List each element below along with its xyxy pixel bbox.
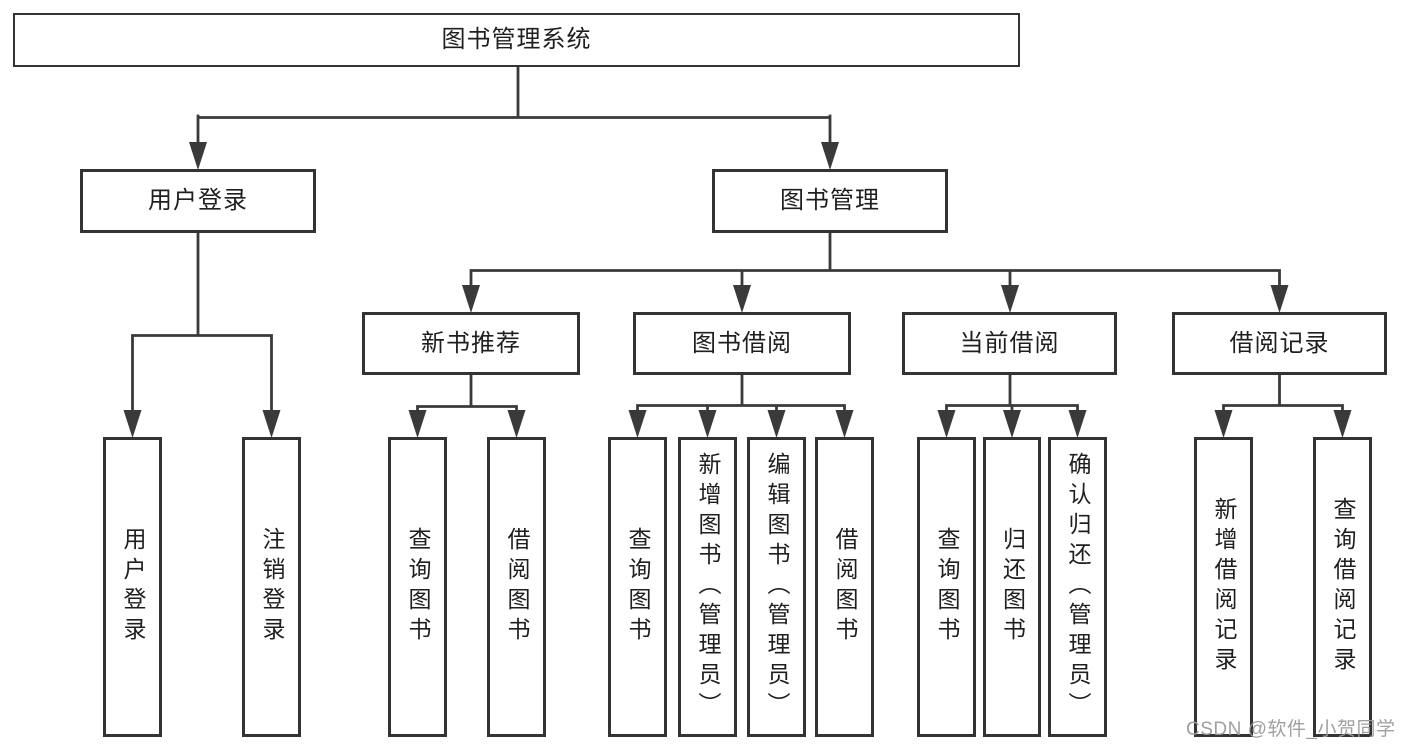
arrowhead-icon: [733, 285, 751, 313]
leaf-query-books-recommend: 查询图书: [388, 437, 447, 737]
node-new-book-recommend: 新书推荐: [362, 312, 580, 375]
leaf-borrow-books: 借阅图书: [815, 437, 874, 737]
arrowhead-icon: [821, 142, 839, 170]
watermark-text: CSDN @软件_小贺同学: [1186, 719, 1396, 740]
node-root: 图书管理系统: [13, 13, 1020, 67]
arrowhead-icon: [937, 410, 956, 438]
leaf-query-books-borrow: 查询图书: [608, 437, 667, 737]
leaf-query-books-current: 查询图书: [917, 437, 976, 737]
arrowhead-icon: [767, 410, 786, 438]
arrowhead-icon: [123, 410, 142, 438]
arrowhead-icon: [189, 142, 207, 170]
leaf-add-books-admin: 新增图书（管理员）: [678, 437, 737, 737]
arrowhead-icon: [1270, 285, 1289, 313]
leaf-user-login: 用户登录: [103, 437, 162, 737]
leaf-confirm-return-admin: 确认归还（管理员）: [1048, 437, 1107, 737]
arrowhead-icon: [1068, 410, 1087, 438]
node-user-login: 用户登录: [80, 169, 316, 233]
arrowhead-icon: [698, 410, 717, 438]
arrowhead-icon: [628, 410, 647, 438]
arrowhead-icon: [835, 410, 854, 438]
arrowhead-icon: [1214, 410, 1233, 438]
node-book-borrow: 图书借阅: [633, 312, 851, 375]
arrowhead-icon: [1003, 410, 1021, 438]
leaf-query-borrow-record: 查询借阅记录: [1313, 437, 1372, 737]
arrowhead-icon: [1001, 285, 1019, 313]
node-book-management: 图书管理: [712, 169, 948, 233]
leaf-logout: 注销登录: [242, 437, 301, 737]
leaf-edit-books-admin: 编辑图书（管理员）: [747, 437, 806, 737]
leaf-add-borrow-record: 新增借阅记录: [1194, 437, 1253, 737]
node-current-borrow: 当前借阅: [902, 312, 1117, 375]
arrowhead-icon: [408, 410, 427, 438]
arrowhead-icon: [462, 285, 480, 313]
node-borrow-records: 借阅记录: [1172, 312, 1387, 375]
arrowhead-icon: [507, 410, 526, 438]
arrowhead-icon: [1333, 410, 1352, 438]
leaf-borrow-books-recommend: 借阅图书: [487, 437, 546, 737]
leaf-return-books: 归还图书: [983, 437, 1041, 737]
arrowhead-icon: [262, 410, 281, 438]
